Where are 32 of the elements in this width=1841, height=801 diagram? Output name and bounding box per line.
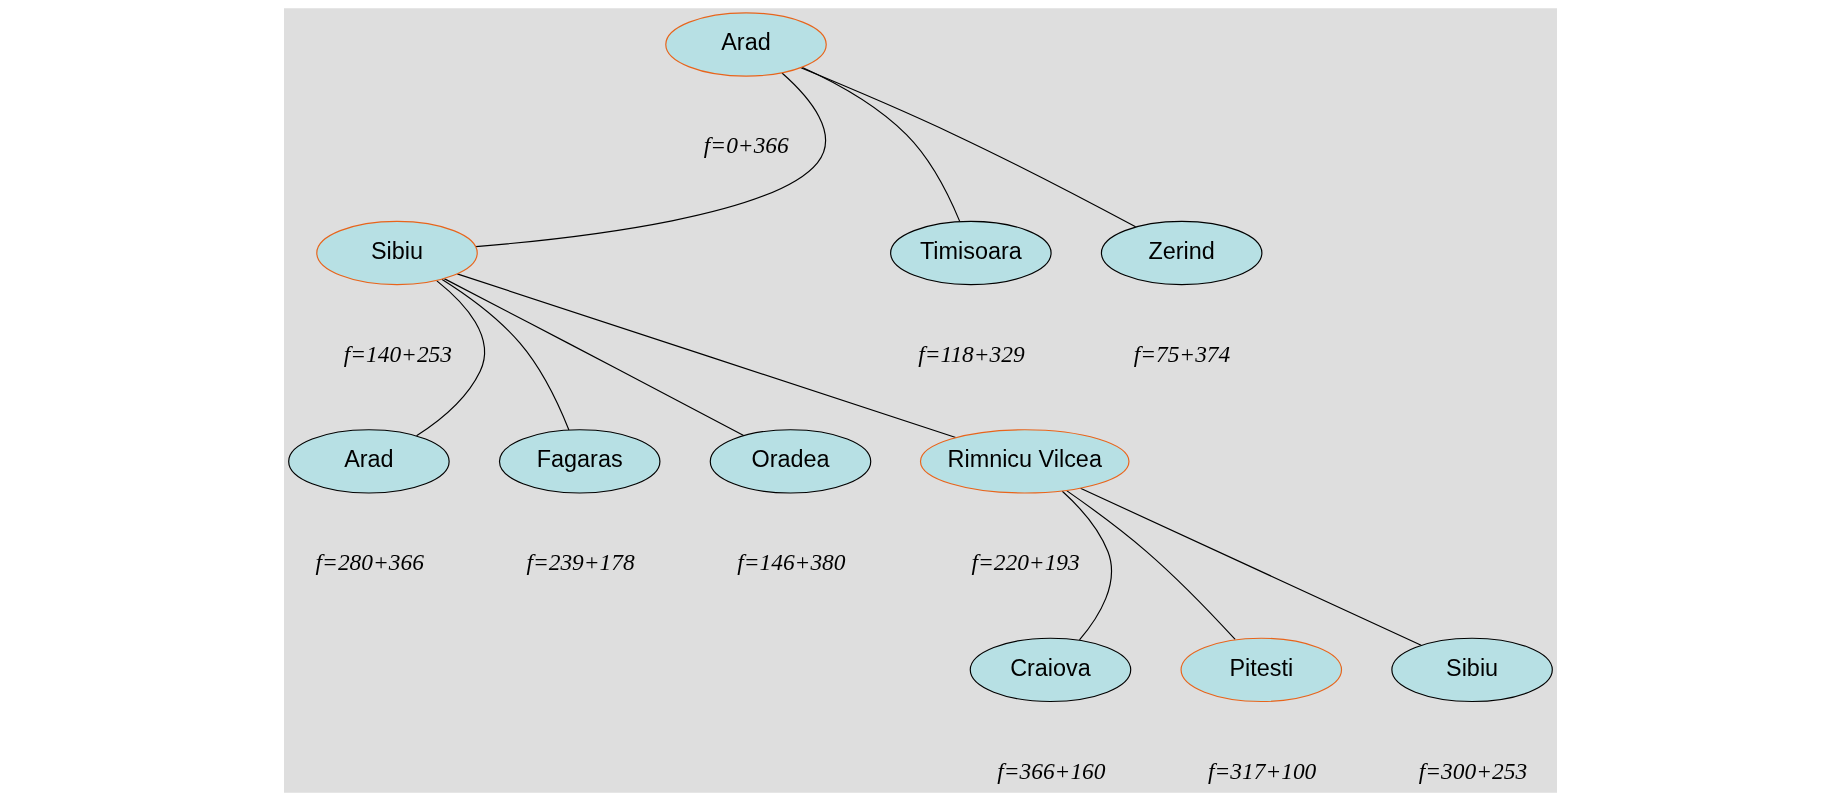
node-ellipse: Fagaras: [498, 429, 661, 494]
node-ellipse: Pitesti: [1180, 637, 1343, 703]
connector: [1079, 487, 1422, 646]
connector: [441, 278, 570, 431]
node-ellipse: Zerind: [1100, 220, 1263, 286]
node-ellipse: Sibiu: [1391, 637, 1553, 703]
node-label: f=300+253: [1418, 757, 1528, 784]
connector: [1061, 490, 1112, 641]
node-ellipse: Rimnicu Vilcea: [919, 429, 1130, 494]
node-label: f=0+366: [703, 132, 789, 159]
connector: [801, 66, 961, 222]
node-label: f=366+160: [997, 757, 1106, 784]
node-ellipse: Arad: [665, 12, 827, 77]
node-ellipse: Arad: [288, 429, 450, 494]
node-label: f=280+366: [315, 549, 424, 576]
node-label: f=146+380: [737, 549, 846, 576]
node-label: f=75+374: [1133, 340, 1231, 367]
connector: [443, 278, 745, 437]
node-ellipse: Timisoara: [890, 220, 1052, 286]
connector: [800, 67, 1137, 228]
node-ellipse: Sibiu: [316, 220, 478, 286]
connector: [456, 273, 957, 439]
node-ellipse: Oradea: [709, 429, 872, 494]
node-label: f=220+193: [971, 549, 1080, 576]
connector: [415, 280, 486, 437]
node-label: f=140+253: [343, 340, 453, 367]
node-ellipse: Craiova: [969, 637, 1132, 703]
node-label: f=118+329: [918, 340, 1025, 367]
node-label: f=317+100: [1208, 757, 1317, 784]
node-label: f=239+178: [526, 549, 635, 576]
connector: [1066, 490, 1236, 641]
connector: [475, 72, 827, 248]
